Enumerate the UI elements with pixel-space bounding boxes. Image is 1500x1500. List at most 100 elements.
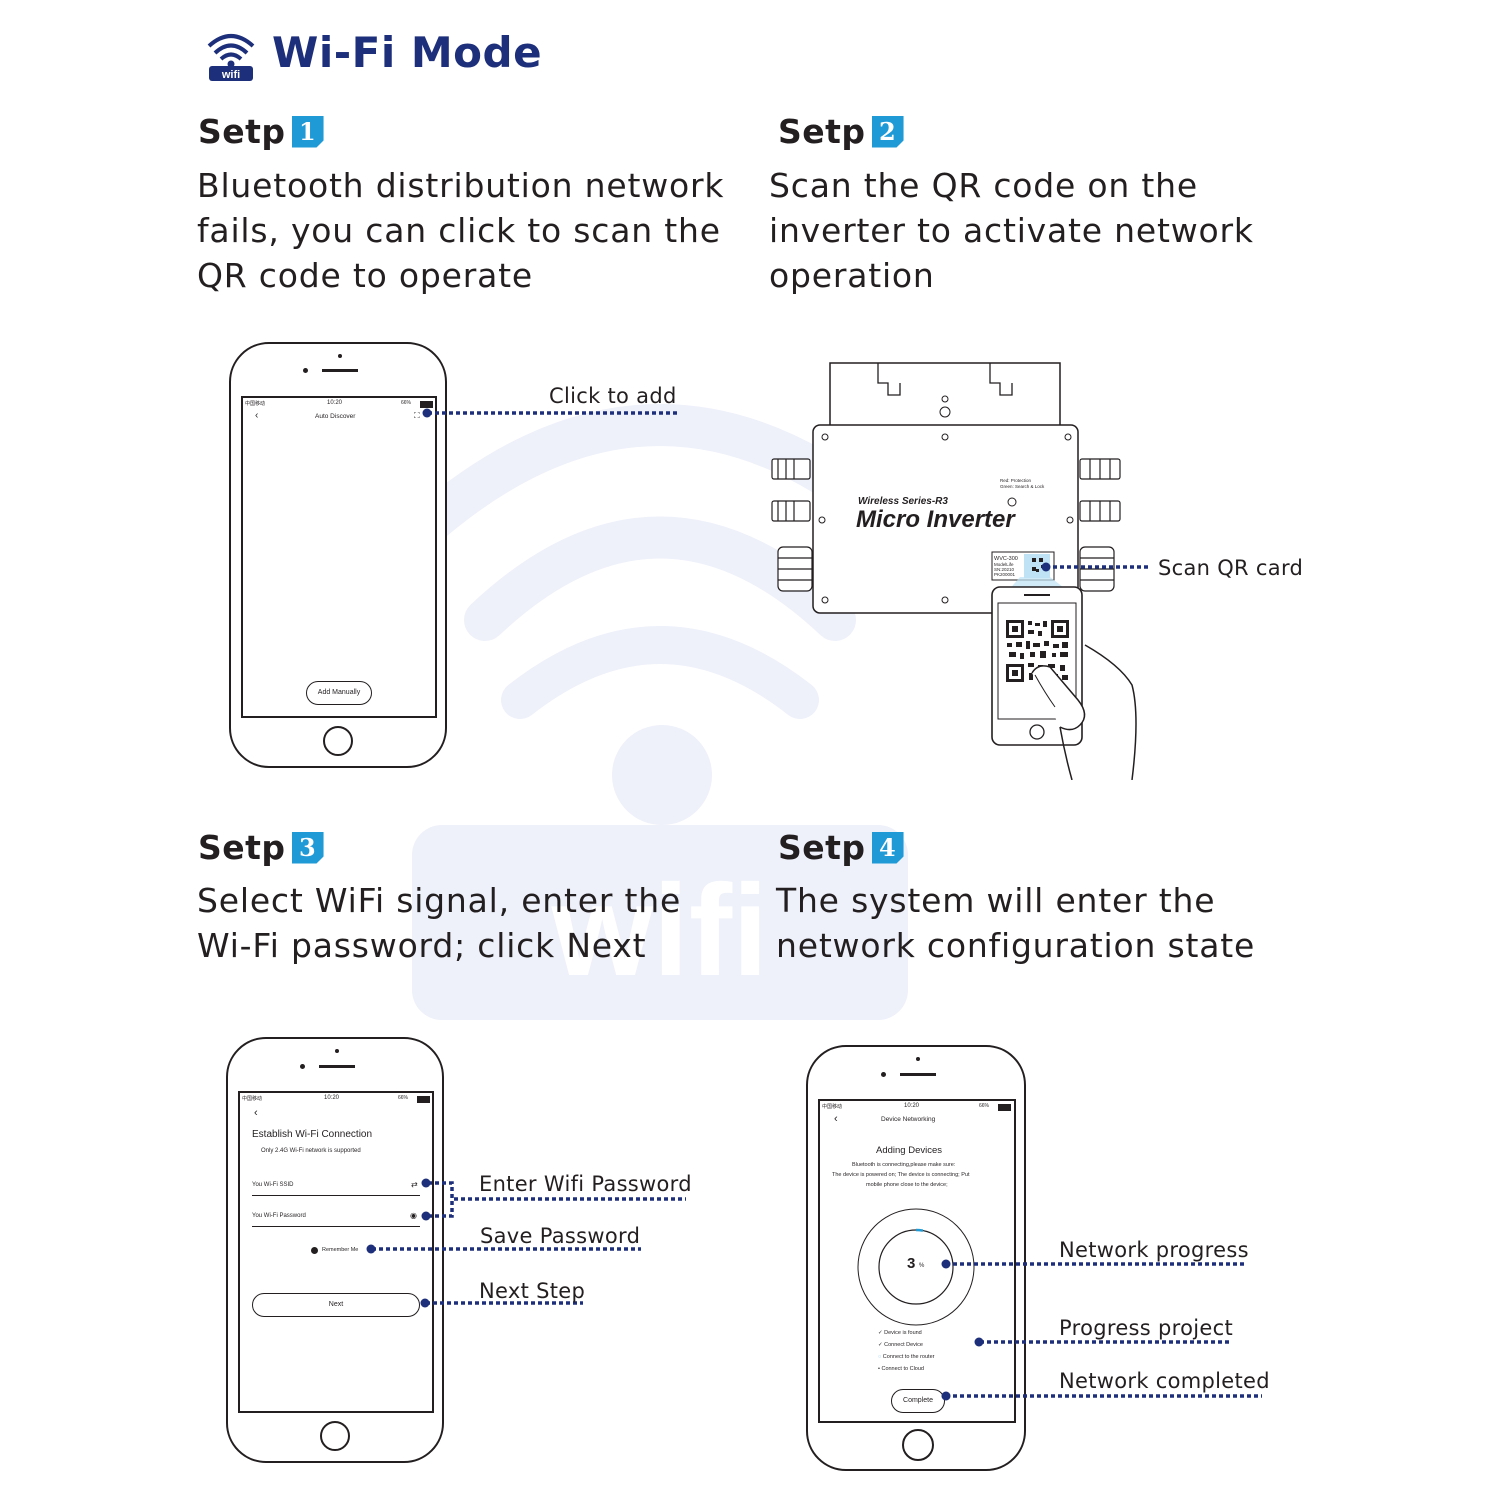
step-1-description: Bluetooth distribution network fails, yo… — [197, 163, 724, 298]
screen-title: Device Networking — [881, 1116, 936, 1123]
inverter-name: Micro Inverter — [856, 506, 1016, 533]
progress-ring — [857, 1208, 975, 1326]
callout-save-password: Save Password — [480, 1224, 641, 1248]
phone-3: 中国移动 10:20 66% ‹ Establish Wi-Fi Connect… — [226, 1037, 444, 1463]
phone-1-screen: 中国移动 10:20 66% ‹ Auto Discover ⛶ Add Man… — [241, 396, 437, 718]
callout-next-step: Next Step — [479, 1279, 586, 1303]
step-1-badge: 1 — [291, 115, 324, 148]
battery-icon — [420, 401, 433, 408]
status-time: 10:20 — [327, 400, 343, 406]
back-icon[interactable]: ‹ — [834, 1113, 838, 1125]
progress-step: ✓ Connect Device — [878, 1342, 934, 1354]
battery-label: 66% — [401, 400, 412, 406]
micro-inverter-illustration: Red: Protection Green: Search & Lock Wir… — [771, 362, 1137, 780]
progress-unit: % — [919, 1263, 925, 1269]
status-time: 10:20 — [324, 1095, 340, 1101]
check-icon[interactable] — [311, 1247, 318, 1254]
screen-heading: Establish Wi-Fi Connection — [252, 1129, 373, 1140]
info-line-1: Bluetooth is connecting,please make sure… — [852, 1162, 956, 1168]
step-4-badge: 4 — [871, 831, 904, 864]
camera-icon — [303, 368, 308, 373]
step-4-label: Setp — [778, 828, 866, 867]
camera-icon — [300, 1064, 305, 1069]
status-bar: 中国移动 10:20 66% — [243, 400, 435, 408]
step-1-line: Bluetooth distribution network — [197, 166, 725, 205]
signal-label: 中国移动 — [245, 401, 266, 407]
speaker-icon — [900, 1073, 936, 1076]
battery-icon — [417, 1096, 430, 1103]
speaker-icon — [322, 369, 358, 372]
loading-icon: ◌ — [878, 1354, 883, 1360]
home-button[interactable] — [320, 1421, 350, 1451]
battery-label: 66% — [979, 1103, 990, 1109]
label-model: WVC-300 — [994, 556, 1018, 562]
callout-scan-qr-card: Scan QR card — [1158, 556, 1304, 580]
progress-step-label: Connect to Cloud — [881, 1366, 924, 1372]
check-icon: ✓ — [878, 1342, 885, 1348]
camera-icon — [881, 1072, 886, 1077]
add-manually-button[interactable]: Add Manually — [306, 681, 372, 705]
step-2-description: Scan the QR code on the inverter to acti… — [769, 163, 1254, 298]
speaker-icon — [319, 1065, 355, 1068]
step-3-line: Select WiFi signal, enter the — [197, 881, 682, 920]
signal-label: 中国移动 — [242, 1096, 263, 1102]
step-1-line: QR code to operate — [197, 256, 533, 295]
progress-steps-list: ✓ Device is found ✓ Connect Device ◌ Con… — [878, 1330, 934, 1378]
ssid-field[interactable]: You Wi-Fi SSID — [252, 1182, 294, 1188]
ssid-underline — [252, 1195, 420, 1196]
step-3-badge: 3 — [291, 831, 324, 864]
led-line-2: Green: Search & Lock — [1000, 484, 1045, 489]
svg-text:wifi: wifi — [551, 857, 769, 1003]
home-button[interactable] — [323, 726, 353, 756]
battery-icon — [998, 1104, 1011, 1111]
progress-step: ◌ Connect to the router — [878, 1354, 934, 1366]
sensor-icon — [338, 354, 342, 358]
bullet-icon: • — [878, 1366, 882, 1372]
step-2-line: operation — [769, 256, 935, 295]
check-icon: ✓ — [878, 1330, 885, 1336]
adding-devices-heading: Adding Devices — [876, 1145, 943, 1156]
status-bar: 中国移动 10:20 66% — [240, 1095, 432, 1103]
logo-text: wifi — [221, 69, 240, 81]
status-bar: 中国移动 10:20 66% — [820, 1103, 1014, 1111]
callout-network-progress: Network progress — [1059, 1238, 1249, 1262]
complete-button[interactable]: Complete — [891, 1389, 945, 1413]
sensor-icon — [916, 1057, 920, 1061]
callout-enter-wifi-password: Enter Wifi Password — [479, 1172, 692, 1196]
remember-me-label[interactable]: Remember Me — [322, 1247, 359, 1253]
page-title: Wi-Fi Mode — [272, 28, 543, 77]
led-line-1: Red: Protection — [1000, 478, 1032, 483]
step-3-line: Wi-Fi password; click Next — [197, 926, 647, 965]
callout-progress-project: Progress project — [1059, 1316, 1233, 1340]
step-2-badge: 2 — [871, 115, 904, 148]
sensor-icon — [335, 1049, 339, 1053]
password-field[interactable]: You Wi-Fi Password — [252, 1213, 306, 1219]
home-button[interactable] — [902, 1429, 934, 1461]
eye-icon[interactable]: ◉ — [410, 1211, 417, 1220]
phone-4-screen: 中国移动 10:20 66% ‹ Device Networking Addin… — [818, 1099, 1016, 1423]
back-icon[interactable]: ‹ — [254, 1107, 258, 1119]
next-button[interactable]: Next — [252, 1293, 420, 1317]
swap-icon[interactable]: ⇄ — [411, 1180, 418, 1189]
step-2-line: inverter to activate network — [769, 211, 1254, 250]
callout-click-to-add: Click to add — [549, 384, 677, 408]
phone-4: 中国移动 10:20 66% ‹ Device Networking Addin… — [806, 1045, 1026, 1471]
label-line-2: ModelLife — [994, 562, 1014, 567]
progress-step: • Connect to Cloud — [878, 1366, 934, 1378]
back-icon[interactable]: ‹ — [255, 410, 259, 421]
status-time: 10:20 — [904, 1103, 920, 1109]
phone-3-screen: 中国移动 10:20 66% ‹ Establish Wi-Fi Connect… — [238, 1091, 434, 1413]
wifi-logo-icon: wifi — [207, 34, 255, 81]
callout-network-completed: Network completed — [1059, 1369, 1270, 1393]
step-1-label: Setp — [198, 112, 286, 151]
step-1-line: fails, you can click to scan the — [197, 211, 721, 250]
signal-label: 中国移动 — [822, 1104, 843, 1110]
scan-icon[interactable]: ⛶ — [414, 411, 420, 420]
progress-arc — [877, 1228, 955, 1306]
step-2-label: Setp — [778, 112, 866, 151]
step-4-description: The system will enter the network config… — [776, 878, 1255, 968]
password-underline — [252, 1226, 420, 1227]
